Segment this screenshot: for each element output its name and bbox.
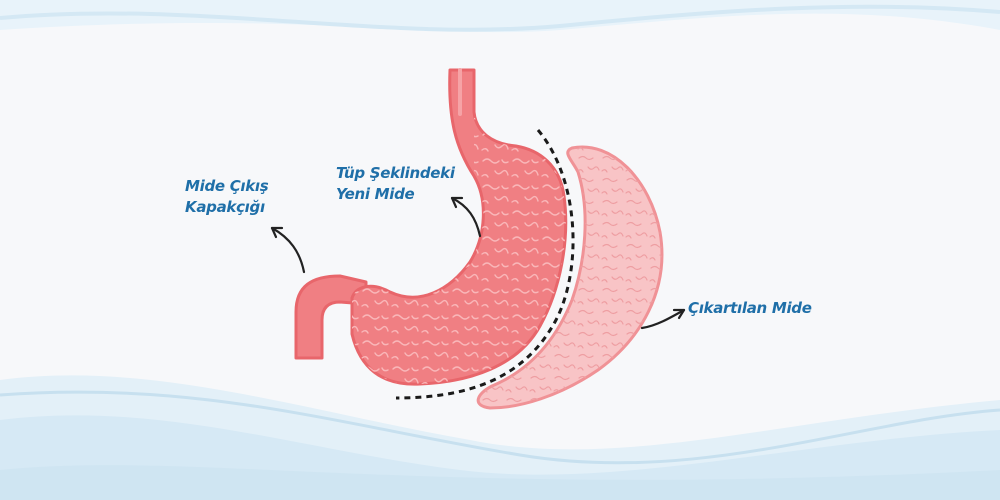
label-removed-stomach: Çıkartılan Mide [688,298,812,319]
label-pylorus-line2: Kapakçığı [185,198,265,216]
sleeve-stomach [294,68,568,386]
label-new-stomach: Tüp Şeklindeki Yeni Mide [336,163,455,205]
cut-line [395,129,575,400]
arrow-pylorus [270,226,306,274]
arrow-new-stomach [450,196,482,238]
label-new-stomach-line1: Tüp Şeklindeki [336,164,455,182]
label-new-stomach-line2: Yeni Mide [336,185,415,203]
label-pylorus-line1: Mide Çıkış [185,177,269,195]
removed-stomach-section [476,145,664,410]
label-pylorus: Mide Çıkış Kapakçığı [185,176,269,218]
arrow-removed [640,308,686,330]
label-removed-stomach-line1: Çıkartılan Mide [688,299,812,317]
